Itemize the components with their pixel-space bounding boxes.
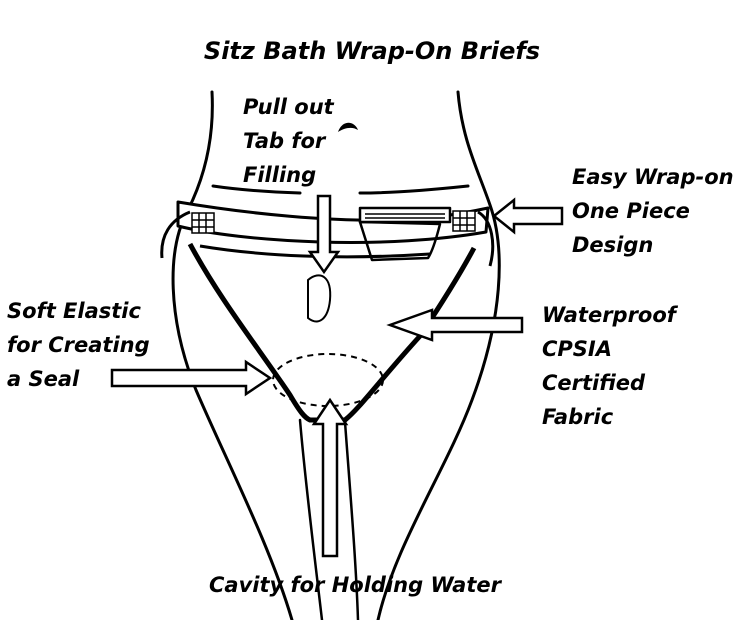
callout-line: a Seal (7, 367, 80, 391)
callout-line: Tab for (243, 129, 326, 153)
fastener-left-icon (191, 212, 215, 234)
callout-line: Fabric (542, 405, 614, 429)
leg-line-left (298, 418, 324, 620)
callout-water-cavity: Cavity for Holding Water (208, 573, 501, 597)
fastener-right-icon (452, 210, 476, 232)
callout-easy-wrap-on: Easy Wrap-on One Piece Design (572, 160, 734, 262)
torso-outline-right (376, 90, 501, 620)
water-cavity (272, 353, 384, 407)
side-strap-right (477, 210, 495, 267)
arrow-cavity-icon (311, 397, 349, 558)
arrow-soft-elastic-icon (110, 359, 273, 397)
waistband-inner-line (199, 244, 431, 259)
callout-line: Soft Elastic (7, 299, 141, 323)
wrap-on-panel (358, 206, 452, 224)
waistline-left (211, 184, 302, 195)
arrow-fabric-icon (386, 308, 524, 342)
pull-out-tab-flap (358, 220, 442, 262)
callout-line: Filling (243, 163, 317, 187)
callout-line: Design (572, 233, 654, 257)
callout-line: One Piece (572, 199, 690, 223)
wrap-panel-stripes (365, 213, 445, 219)
arrow-wrap-on-icon (491, 197, 564, 235)
callout-pull-out-tab: Pull out Tab for Filling (243, 90, 334, 192)
callout-line: Easy Wrap-on (572, 165, 734, 189)
callout-line: for Creating (7, 333, 150, 357)
pull-out-tab-icon (307, 274, 332, 323)
arrow-filling-tab-icon (307, 194, 341, 275)
waistline-right (358, 184, 470, 195)
waistband (176, 200, 490, 245)
leg-line-right (343, 420, 360, 620)
callout-line: Pull out (243, 95, 334, 119)
callout-line: CPSIA (542, 337, 612, 361)
callout-soft-elastic: Soft Elastic for Creating a Seal (7, 294, 150, 396)
side-strap-left (160, 210, 191, 259)
diagram-title: Sitz Bath Wrap-On Briefs (203, 37, 541, 65)
torso-outline-left (171, 90, 294, 620)
callout-line: Waterproof (542, 303, 676, 327)
callout-waterproof-fabric: Waterproof CPSIA Certified Fabric (542, 298, 676, 434)
navel-icon (338, 122, 358, 132)
callout-line: Certified (542, 371, 646, 395)
